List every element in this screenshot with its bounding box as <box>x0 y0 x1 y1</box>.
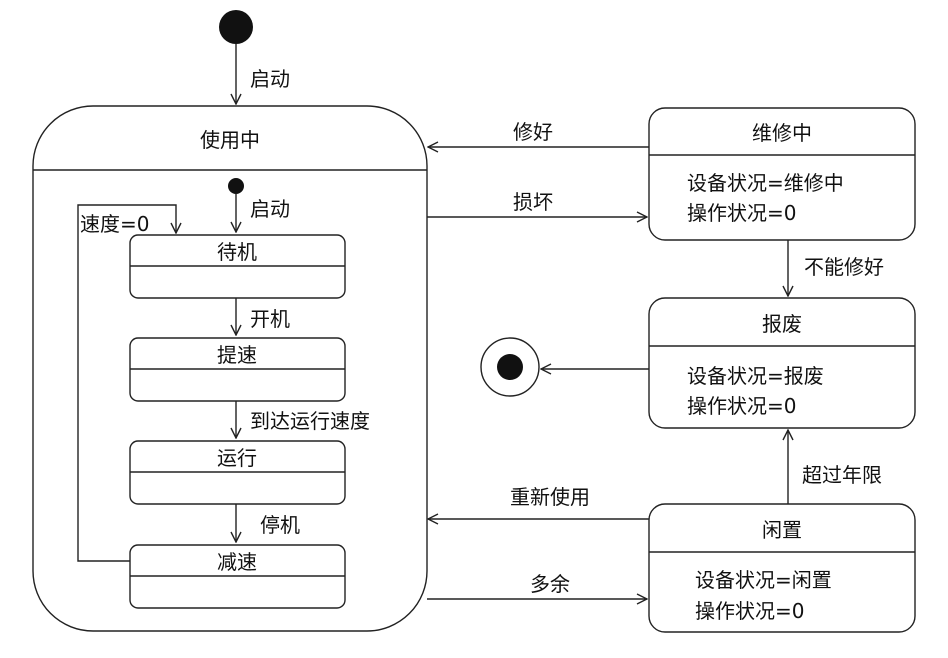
repairing-title: 维修中 <box>752 121 812 145</box>
idle-title: 闲置 <box>762 518 802 542</box>
speed-up-label: 提速 <box>217 343 257 367</box>
running-label: 运行 <box>217 446 257 470</box>
scrapped-attr-operation: 操作状况=0 <box>687 394 796 418</box>
power-on-label: 开机 <box>250 307 290 331</box>
state-idle <box>648 503 916 633</box>
start-inner-label: 启动 <box>250 197 290 221</box>
surplus-label: 多余 <box>530 572 570 596</box>
scrapped-title: 报废 <box>762 312 802 336</box>
reuse-label: 重新使用 <box>510 485 590 509</box>
initial-state-inner <box>228 178 244 194</box>
standby-label: 待机 <box>217 240 257 264</box>
state-repairing <box>648 107 916 241</box>
speed-zero-label: 速度=0 <box>80 212 149 236</box>
over-age-label: 超过年限 <box>802 463 882 487</box>
final-state-dot <box>497 354 523 380</box>
repairing-attr-operation: 操作状况=0 <box>687 201 796 225</box>
stop-label: 停机 <box>260 513 300 537</box>
repairing-attr-device: 设备状况=维修中 <box>687 171 844 195</box>
scrapped-attr-device: 设备状况=报废 <box>687 364 824 388</box>
in-use-title: 使用中 <box>200 128 260 152</box>
broken-label: 损坏 <box>513 190 553 214</box>
slow-down-label: 减速 <box>217 550 257 574</box>
speed-zero-arrow <box>77 204 176 562</box>
reach-speed-label: 到达运行速度 <box>250 409 370 433</box>
repaired-label: 修好 <box>513 120 553 144</box>
state-scrapped <box>648 297 916 429</box>
initial-state-outer <box>219 10 253 44</box>
cannot-repair-label: 不能修好 <box>804 255 884 279</box>
idle-attr-operation: 操作状况=0 <box>695 599 804 623</box>
idle-attr-device: 设备状况=闲置 <box>695 568 832 592</box>
start-outer-label: 启动 <box>250 67 290 91</box>
